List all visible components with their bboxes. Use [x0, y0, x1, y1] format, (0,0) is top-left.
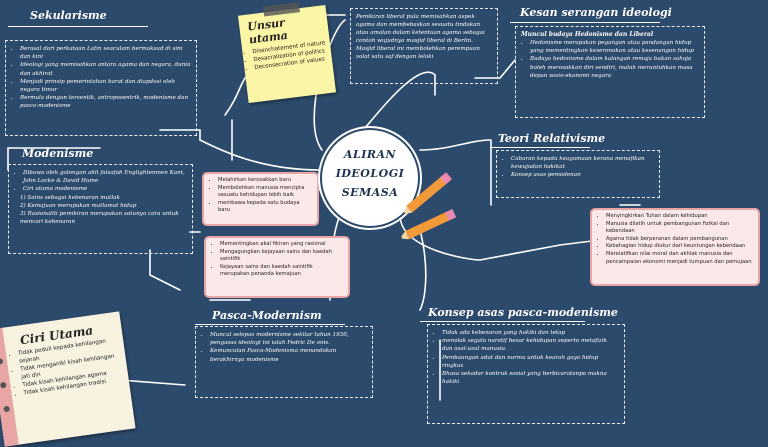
sekularisme-title: Sekularisme — [30, 9, 107, 22]
teori-title: Teori Relativisme — [498, 132, 605, 145]
pink-box-right: Menyingkirkan Tuhan dalam kehidupan Manu… — [590, 208, 760, 286]
pink-box-mid: Mementingkan akal fikiran yang rasional … — [204, 236, 350, 298]
pencil-icons — [395, 160, 465, 250]
konsep-item: Tidak ada kebenaran yang hakiki dan teta… — [442, 329, 619, 337]
pink-right-item: Merelatifkan nilai moral dan akhlak manu… — [606, 251, 753, 266]
modenisme-item: Dibawa oleh golongan ahli falsafah Engli… — [23, 169, 187, 185]
pasca-box: Muncul selepas modernisme sekitar tahun … — [195, 326, 373, 398]
konsep-item: menolak segala naratif besar kehidupan s… — [442, 337, 619, 353]
modenisme-sub: 1) Sains sebagai kebenaran mutlak — [14, 194, 187, 202]
teori-item: Konsep asas pemodenan — [511, 171, 654, 179]
modenisme-box: Dibawa oleh golongan ahli falsafah Engli… — [8, 164, 193, 254]
kesan-box: Muncul budaya Hedonisme dan Liberal Hedo… — [515, 26, 705, 118]
pink-mid-item: Mengagungkan kejayaan sains dan kaedah s… — [220, 249, 343, 264]
pink-mid-item: Kejayaan sains dan kaedah saintifik meru… — [220, 264, 343, 279]
teori-item: Cabaran kepada keagamaan kerana menafika… — [511, 155, 654, 171]
sekularisme-item: Menjadi prinsip pemerintahan barat dan d… — [20, 78, 191, 94]
konsep-underline — [420, 321, 585, 322]
liberal-text: Pemikiran liberal pula memisahkan aspek … — [356, 13, 492, 61]
pasca-title: Pasca-Modernism — [212, 309, 322, 322]
pink-top-item: membawa kepada satu budaya baru — [218, 200, 312, 215]
konsep-title: Konsep asas pasca-modenisme — [428, 306, 618, 319]
pink-top-item: Membolehkan manusia mencipta sesuatu keh… — [218, 185, 312, 200]
ciri-utama-note: Ciri Utama Tidak peduli kepada kehilanga… — [0, 311, 136, 446]
pink-top-item: Melahirkan kerosakkan baru — [218, 177, 312, 185]
pasca-item: Muncul selepas modernisme sekitar tahun … — [210, 331, 367, 347]
teori-underline — [490, 147, 590, 148]
sekularisme-box: Berasal dari perkataan Latin seaculam be… — [5, 40, 197, 136]
sekularisme-underline — [8, 26, 148, 27]
kesan-title: Kesan serangan ideologi — [520, 6, 672, 19]
sekularisme-item: Ideologi yang memisahkan antara agama da… — [20, 61, 191, 77]
kesan-underline — [510, 22, 660, 23]
konsep-item: Bhasa sekadar kontruk sosial yang berbic… — [442, 370, 619, 386]
pink-mid-item: Mementingkan akal fikiran yang rasional — [220, 241, 343, 249]
kesan-item: Hedonisme merupakan pegangan atau pandan… — [530, 39, 699, 55]
unsur-utama-note: Unsur utama Disenchatement of nature Des… — [238, 5, 336, 103]
modenisme-sub: 2) Kemajuan merupakan matlamat hidup — [14, 202, 187, 210]
pink-box-top: Melahirkan kerosakkan baru Membolehkan m… — [202, 172, 319, 226]
pasca-underline — [195, 324, 345, 325]
pasca-item: Kemunculan Pasca-Modenisma menandakan be… — [210, 347, 367, 363]
modenisme-item: Ciri utama modenisme — [23, 185, 187, 193]
liberal-box: Pemikiran liberal pula memisahkan aspek … — [350, 8, 498, 84]
konsep-box: Tidak ada kebenaran yang hakiki dan teta… — [427, 324, 625, 424]
pink-right-item: Menyingkirkan Tuhan dalam kehidupan — [606, 213, 753, 221]
modenisme-title: Modenisme — [22, 147, 93, 160]
modenisme-sub: 3) Rasionaliti pemikiran merupakan satun… — [14, 210, 187, 226]
sekularisme-item: Bermula dengan tersentik, antroposentrik… — [20, 94, 191, 110]
pink-right-item: Kebahagian hidup diukur dari keuntungan … — [606, 243, 753, 251]
pink-right-item: Manusia dilatih untuk pembangunan fizika… — [606, 221, 753, 236]
kesan-item: Budaya hedonisme dalam kalangan remaja b… — [530, 55, 699, 80]
sekularisme-item: Berasal dari perkataan Latin seaculam be… — [20, 45, 191, 61]
pink-right-item: Agama tidak berperanan dalam pembangunan — [606, 236, 753, 244]
konsep-item: Pembaungan adat dan norma untuk kearah g… — [442, 354, 619, 370]
kesan-subtitle: Muncul budaya Hedonisme dan Liberal — [521, 31, 699, 39]
teori-box: Cabaran kepada keagamaan kerana menafika… — [496, 150, 660, 198]
